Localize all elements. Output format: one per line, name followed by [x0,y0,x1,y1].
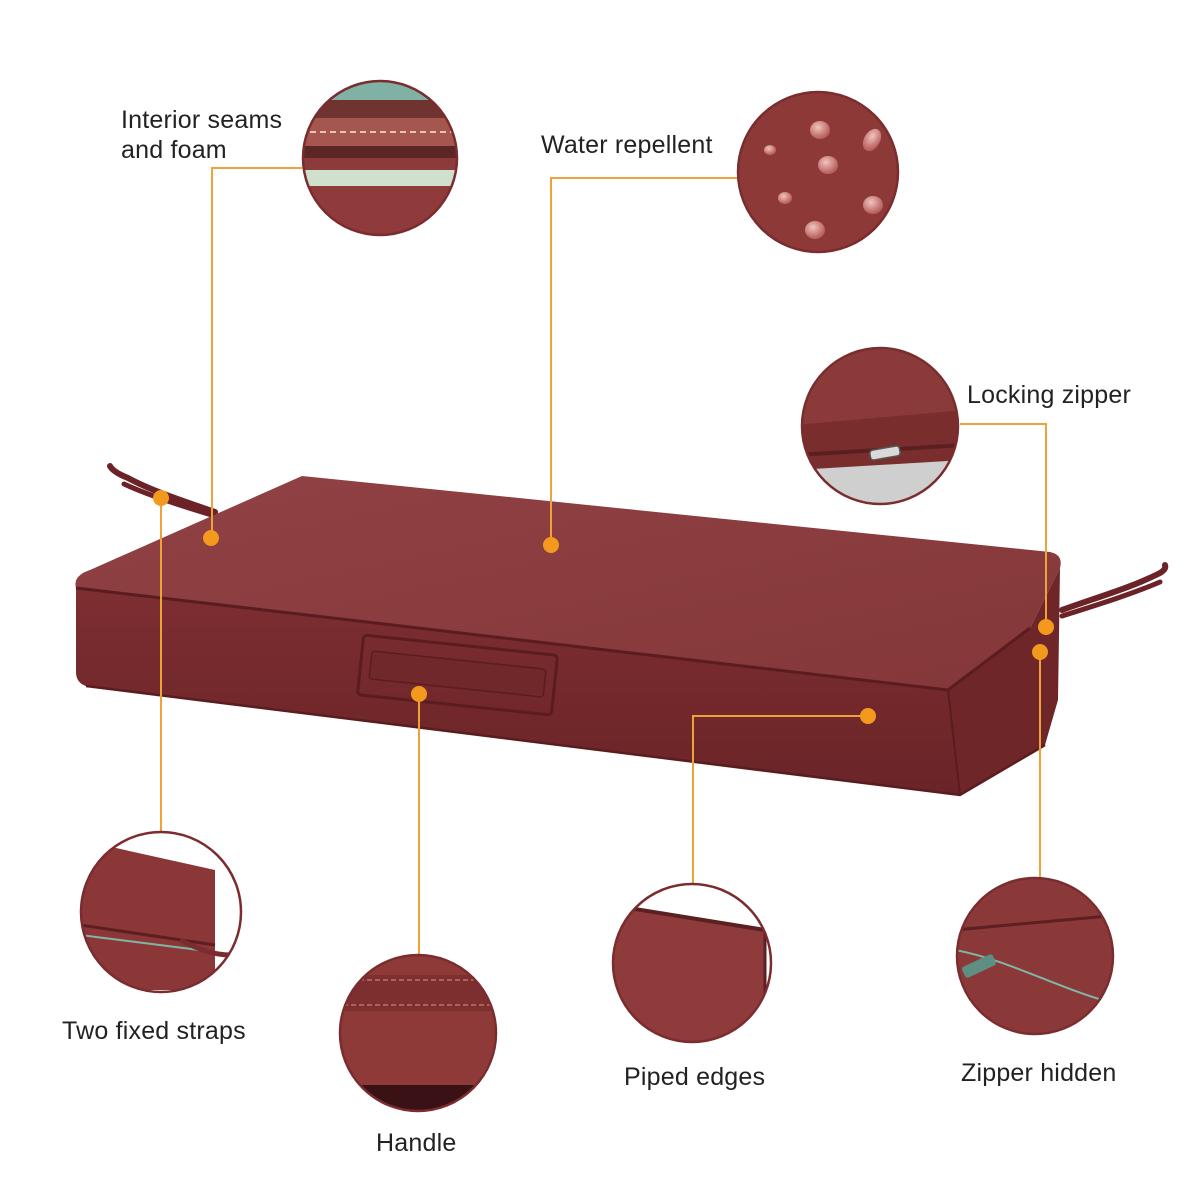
locking-zipper-closeup-icon [800,346,960,506]
water-droplets-closeup-icon [736,90,900,254]
marker-dot [543,537,559,553]
label-piped-edges: Piped edges [624,1063,766,1091]
marker-dots [153,490,1054,724]
right-strap [1059,562,1169,613]
marker-dot [153,490,169,506]
label-two-fixed-straps: Two fixed straps [62,1017,246,1045]
hidden-zipper-closeup-icon [955,876,1115,1036]
label-zipper-hidden: Zipper hidden [961,1059,1117,1087]
label-handle: Handle [376,1129,457,1157]
cushion [75,463,1169,797]
cushion-handle [356,633,559,717]
handle-closeup-icon [338,953,498,1113]
marker-dot [203,530,219,546]
leader-lines [160,167,1047,955]
label-interior-seams: Interior seams and foam [121,106,283,164]
marker-dot [411,686,427,702]
seam-foam-closeup-icon [301,79,459,237]
marker-dot [1038,619,1054,635]
marker-dot [860,708,876,724]
piped-edge-closeup-icon [611,882,773,1044]
left-strap [107,463,218,515]
strap-closeup-icon [79,830,243,994]
marker-dot [1032,644,1048,660]
label-water-repellent: Water repellent [541,131,713,159]
label-locking-zipper: Locking zipper [967,381,1132,409]
cushion-top [75,476,1061,690]
cushion-side [948,568,1060,795]
